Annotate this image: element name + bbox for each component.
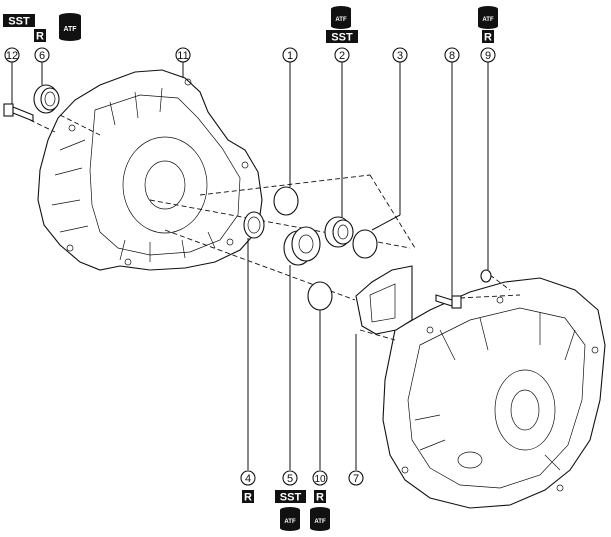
atf-can-icon: ATF xyxy=(310,507,330,531)
callout-5-label: 5 xyxy=(287,473,293,485)
callout-4: 4 xyxy=(240,470,256,486)
callout-3: 3 xyxy=(392,47,408,63)
atf-label: ATF xyxy=(314,519,326,525)
bolt-part-12 xyxy=(3,103,34,122)
sst-badge-label: SST xyxy=(280,492,302,504)
callout-9: 9 xyxy=(480,47,496,63)
sst-badge: SST xyxy=(275,490,306,504)
atf-can-icon: ATF xyxy=(59,13,81,41)
snap-ring-part-1 xyxy=(273,186,299,216)
o-ring-part-10 xyxy=(307,281,333,311)
sst-badge-label: SST xyxy=(8,16,30,28)
atf-label: ATF xyxy=(63,26,77,33)
o-ring-part-9 xyxy=(480,269,492,283)
callout-3-label: 3 xyxy=(397,50,403,62)
callout-10-label: 10 xyxy=(314,474,326,485)
sst-badge: SST xyxy=(326,30,358,44)
r-badge: R xyxy=(242,490,254,504)
r-badge: R xyxy=(314,490,326,504)
callout-11: 11 xyxy=(175,47,191,63)
r-badge-label: R xyxy=(316,492,324,504)
callout-12: 12 xyxy=(4,47,20,63)
r-badge-label: R xyxy=(244,492,252,504)
callout-2: 2 xyxy=(334,47,350,63)
r-badge: R xyxy=(34,29,46,43)
callout-7-label: 7 xyxy=(353,473,359,485)
sst-badge-label: SST xyxy=(331,32,353,44)
callout-1-label: 1 xyxy=(287,50,293,62)
atf-can-icon: ATF xyxy=(280,507,300,531)
snap-ring-part-3 xyxy=(352,229,378,259)
atf-can-icon: ATF xyxy=(331,6,351,29)
atf-label: ATF xyxy=(335,17,347,23)
bolt-part-8 xyxy=(435,294,462,309)
leader-lines xyxy=(11,62,489,470)
r-badge-label: R xyxy=(36,31,44,43)
converter-housing-part-11 xyxy=(37,69,263,271)
callout-8: 8 xyxy=(444,47,460,63)
callout-9-label: 9 xyxy=(485,50,491,62)
atf-label: ATF xyxy=(284,519,296,525)
callout-11-label: 11 xyxy=(177,50,188,62)
callout-12-label: 12 xyxy=(6,50,18,62)
r-badge-label: R xyxy=(484,32,492,44)
atf-label: ATF xyxy=(482,17,494,23)
oil-seal-part-2 xyxy=(324,216,354,248)
sst-badge: SST xyxy=(3,14,35,28)
callout-6-label: 6 xyxy=(39,50,45,62)
atf-can-icon: ATF xyxy=(478,6,498,29)
callout-1: 1 xyxy=(282,47,298,63)
callout-5: 5 xyxy=(282,470,298,486)
transaxle-case xyxy=(382,277,606,509)
r-badge: R xyxy=(482,30,494,44)
callout-4-label: 4 xyxy=(245,473,251,485)
oil-pipe-part-7 xyxy=(355,265,413,335)
callout-6: 6 xyxy=(34,47,50,63)
shim-part-4 xyxy=(243,211,265,239)
callout-10: 10 xyxy=(312,470,328,486)
callout-7: 7 xyxy=(348,470,364,486)
oil-seal-part-6 xyxy=(33,84,60,114)
callout-2-label: 2 xyxy=(339,50,345,62)
callout-8-label: 8 xyxy=(449,50,455,62)
bearing-part-5 xyxy=(283,226,321,266)
